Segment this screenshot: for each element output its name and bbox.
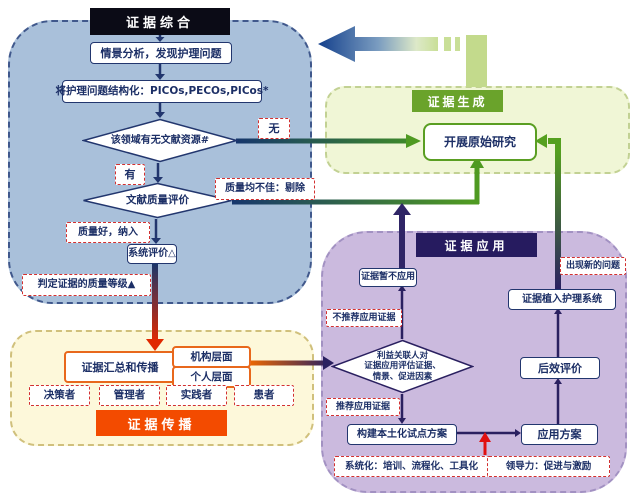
label-no: 无 (258, 118, 290, 139)
header-evidence-application: 证据应用 (416, 233, 537, 257)
stakeholder-line-3: 情景、促进因素 (372, 371, 433, 382)
node-evidence-not-applied: 证据暂不应用 (359, 268, 417, 287)
label-not-recommend: 不推荐应用证据 (326, 309, 402, 327)
label-practitioners: 实践者 (166, 385, 227, 406)
node-org-level: 机构层面 (172, 346, 251, 368)
node-application-plan: 应用方案 (521, 424, 598, 445)
label-recommend: 推荐应用证据 (326, 398, 400, 416)
diamond-stakeholder-assessment: 利益关联人对 证据应用评估证据、 情景、促进因素 (331, 339, 474, 394)
label-quality-bad: 质量均不佳：剔除 (215, 178, 315, 200)
node-post-evaluation: 后效评价 (520, 357, 600, 379)
label-managers: 管理者 (99, 385, 160, 406)
label-grade-evidence: 判定证据的质量等级▲ (22, 274, 151, 296)
node-structure-problem: 将护理问题结构化：PICOs,PECOs,PICos* (56, 80, 269, 103)
label-leadership: 领导力：促进与激励 (487, 456, 610, 477)
label-systematize: 系统化：培训、流程化、工具化 (334, 456, 489, 477)
node-summarize-disseminate: 证据汇总和传播 (64, 351, 176, 383)
stakeholder-line-1: 利益关联人对 (376, 351, 428, 362)
stakeholder-line-2: 证据应用评估证据、 (364, 361, 441, 372)
label-new-problem: 出现新的问题 (560, 257, 626, 275)
node-original-research: 开展原始研究 (423, 123, 537, 161)
node-localized-pilot-plan: 构建本土化试点方案 (347, 424, 457, 445)
node-systematic-review: 系统评价△ (127, 244, 177, 264)
diamond-literature-resources: 该领域有无文献资源# (82, 118, 238, 163)
feedback-arrow-generation-to-synthesis (318, 26, 487, 87)
node-situation-analysis: 情景分析，发现护理问题 (90, 42, 232, 64)
header-evidence-dissemination: 证据传播 (96, 410, 227, 436)
label-decision-makers: 决策者 (29, 385, 90, 406)
label-quality-good: 质量好，纳入 (66, 222, 150, 243)
diamond-literature-resources-label: 该领域有无文献资源# (110, 134, 210, 146)
diamond-quality-appraisal-label: 文献质量评价 (126, 194, 189, 207)
header-evidence-generation: 证据生成 (412, 90, 503, 112)
diamond-stakeholder-assessment-label: 利益关联人对 证据应用评估证据、 情景、促进因素 (331, 339, 474, 394)
diamond-quality-appraisal: 文献质量评价 (82, 182, 233, 219)
label-yes: 有 (115, 164, 145, 185)
header-evidence-synthesis: 证据综合 (90, 8, 230, 35)
node-implant-nursing-system: 证据植入护理系统 (508, 289, 616, 310)
label-patients: 患者 (234, 385, 294, 406)
